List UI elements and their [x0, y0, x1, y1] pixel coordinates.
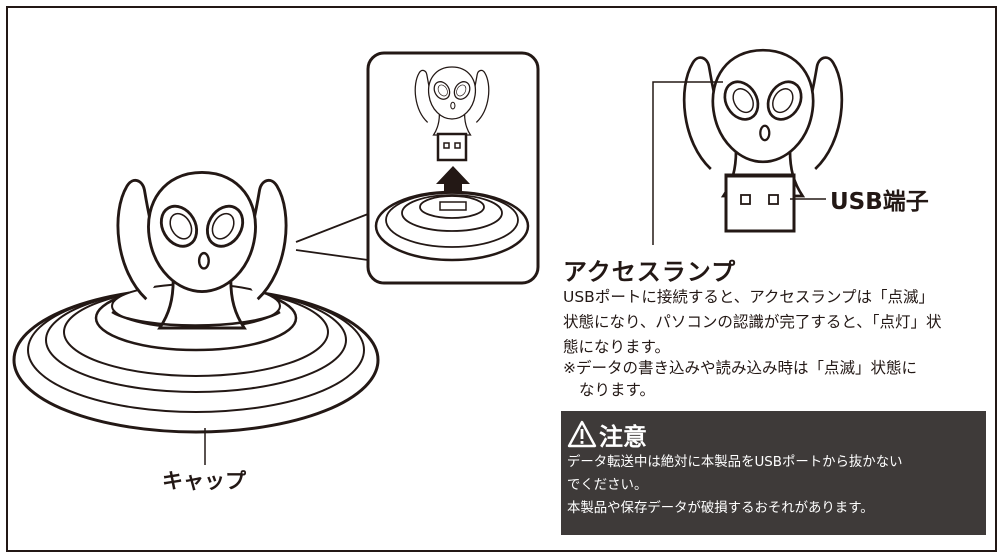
- caution-line: 本製品や保存データが破損するおそれがあります。: [567, 501, 874, 516]
- note-line: ※データの書き込みや読み込み時は「点滅」状態に: [563, 359, 917, 377]
- diagram-frame: [6, 6, 997, 552]
- removal-inset: [366, 51, 540, 285]
- caution-title: 注意: [599, 422, 647, 451]
- access-lamp-leader-line: [652, 81, 723, 245]
- description-line: USBポートに接続すると、アクセスランプは「点滅」: [563, 288, 934, 306]
- access-lamp-description: USBポートに接続すると、アクセスランプは「点滅」 状態になり、パソコンの認識が…: [563, 285, 993, 360]
- usb-terminal-label: USB端子: [830, 189, 929, 215]
- description-line: 状態になり、パソコンの認識が完了すると、「点灯」状: [563, 313, 942, 331]
- caution-line: データ転送中は絶対に本製品をUSBポートから抜かない: [567, 455, 903, 470]
- caution-line: でください。: [567, 478, 648, 493]
- caution-box: 注意 データ転送中は絶対に本製品をUSBポートから抜かない でください。 本製品…: [561, 411, 986, 535]
- arrow-up-icon: [436, 166, 470, 198]
- access-lamp-title: アクセスランプ: [563, 258, 737, 286]
- access-lamp-note: ※データの書き込みや読み込み時は「点滅」状態に なります。: [563, 357, 993, 401]
- cap-label: キャップ: [162, 469, 246, 493]
- description-line: 態になります。: [563, 338, 670, 356]
- usb-device-illustration: [682, 48, 844, 233]
- note-line: なります。: [579, 381, 655, 399]
- cap-illustration: [12, 171, 380, 434]
- warning-triangle-icon: [567, 420, 597, 448]
